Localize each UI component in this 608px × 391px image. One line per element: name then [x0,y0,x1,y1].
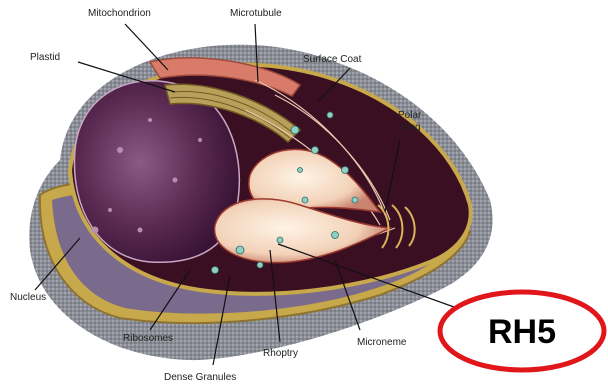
label-plastid: Plastid [30,52,60,63]
label-polar-ring-line1: Polar [398,110,422,121]
rh5-callout-label: RH5 [488,313,556,351]
label-dense-granules: Dense Granules [164,372,236,383]
label-microneme: Microneme [357,337,407,348]
label-surface-coat: Surface Coat [303,54,362,65]
label-ribosomes: Ribosomes [123,333,173,344]
label-mitochondrion: Mitochondrion [88,8,151,19]
label-nucleus: Nucleus [10,292,46,303]
label-microtubule: Microtubule [230,8,282,19]
label-rhoptry: Rhoptry [263,348,298,359]
label-polar-ring-line2: Ring [400,122,421,133]
